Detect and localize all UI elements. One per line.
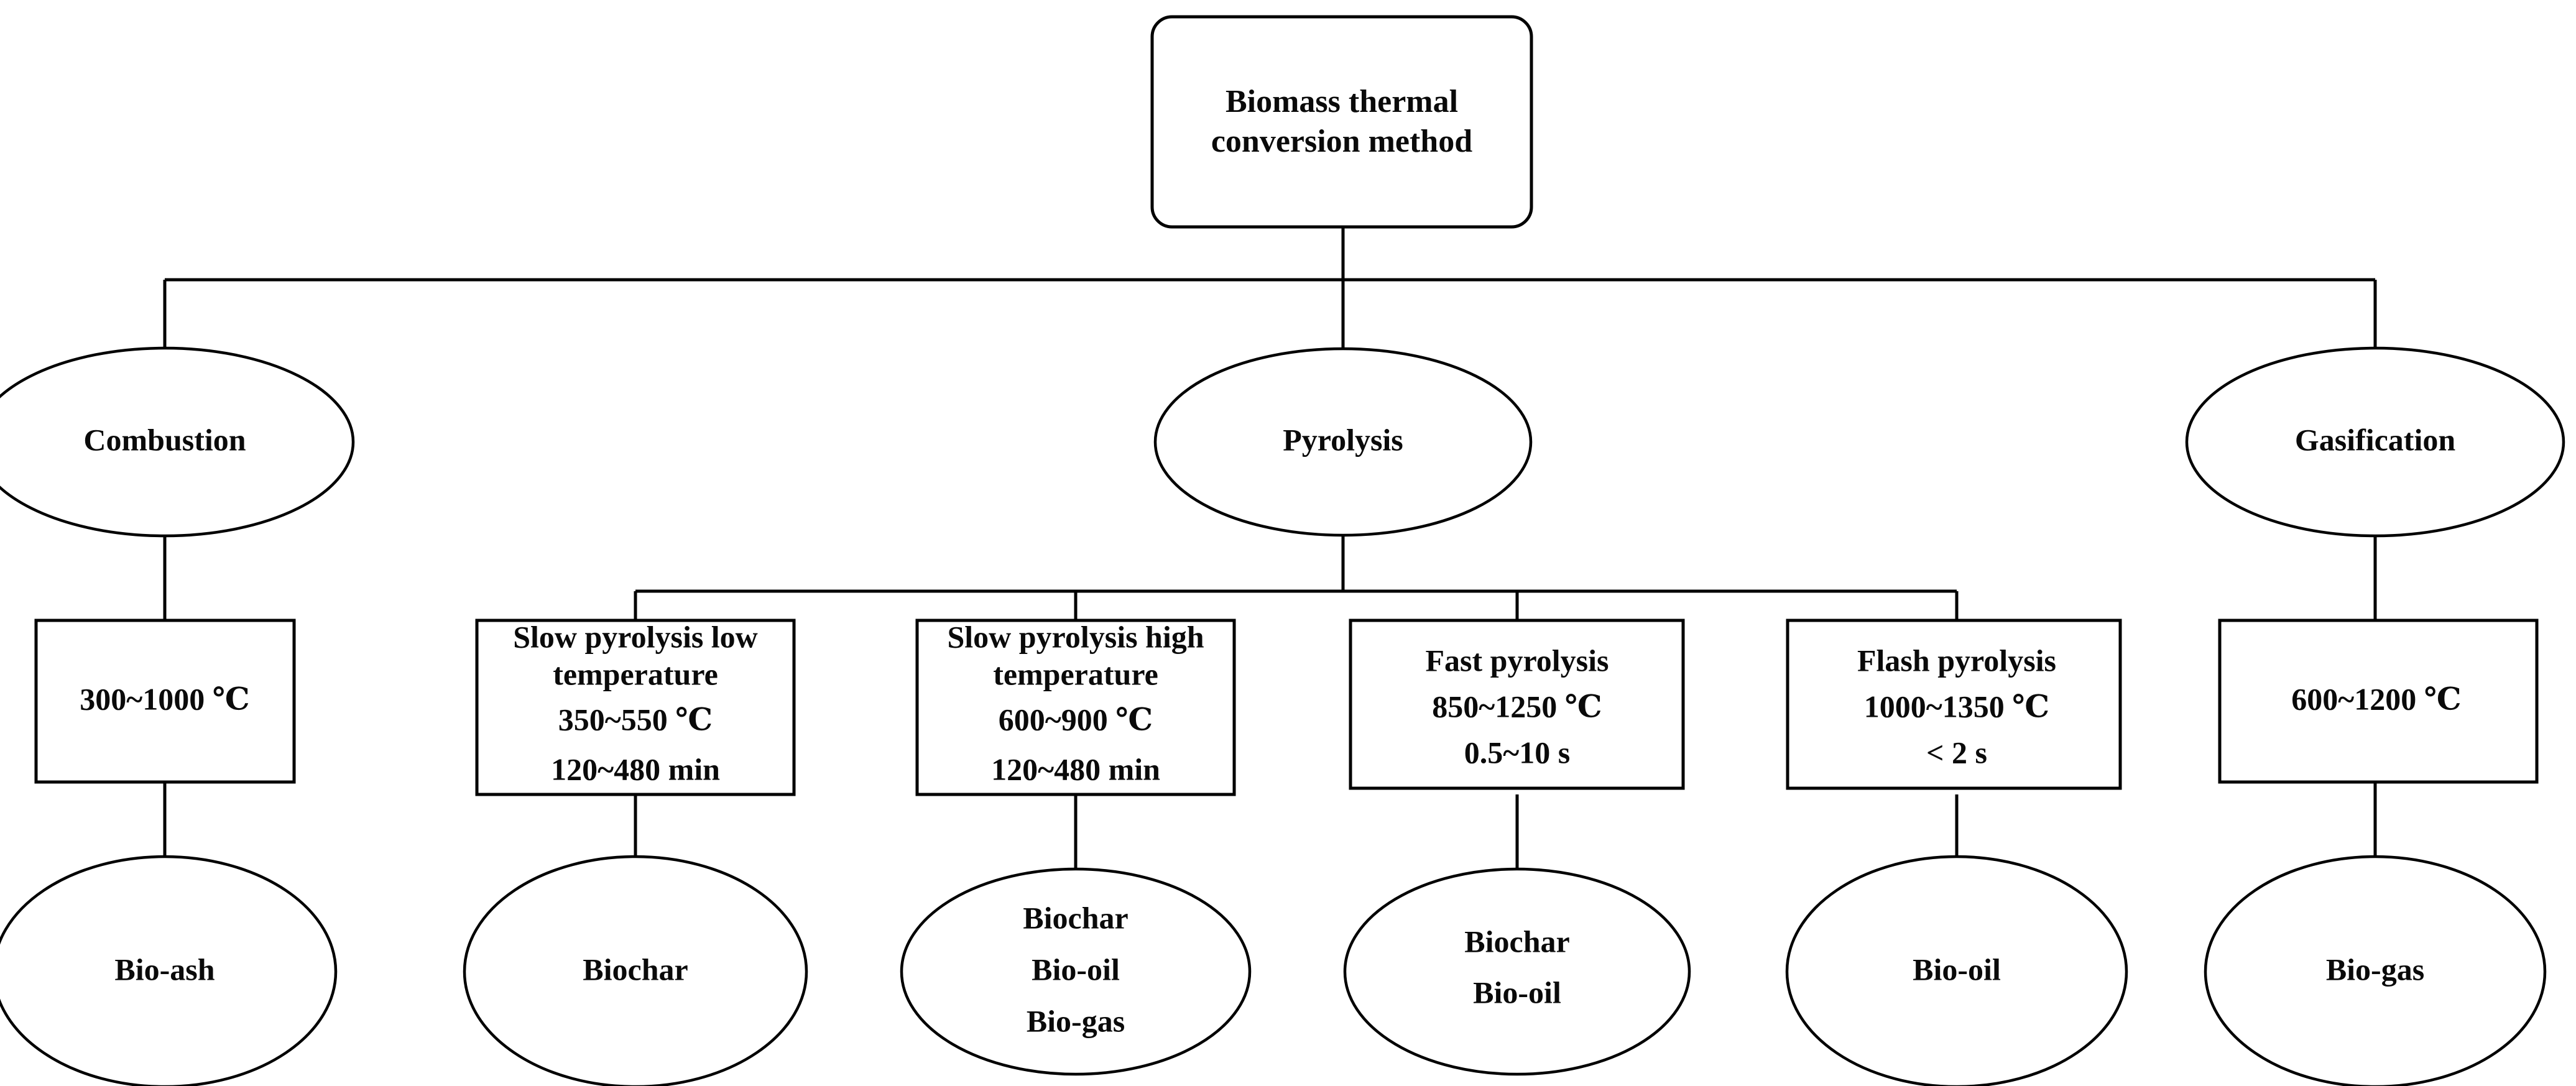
gasification-node-shape — [2185, 346, 2565, 538]
product-combo3-line-3: Bio-gas — [1027, 1003, 1125, 1038]
flash-line-2: 1000~1350 ℃ — [1864, 689, 2049, 724]
product-biochar-slow-low-line-1: Biochar — [583, 952, 688, 987]
gasification-conditions-line-1: 600~1200 ℃ — [2291, 681, 2461, 716]
fast-line-2: 850~1250 ℃ — [1432, 689, 1602, 724]
product-biochar-biooil-shape — [1343, 867, 1691, 1076]
product-bio-gas-line-1: Bio-gas — [2326, 952, 2424, 987]
slow-low-line-1: Slow pyrolysis low — [513, 619, 758, 654]
product-bio-oil-shape — [1785, 855, 2128, 1086]
pyrolysis-node-shape — [1153, 347, 1533, 537]
slow-high-line-1: Slow pyrolysis high — [947, 619, 1204, 654]
product-bio-gas-shape — [2204, 855, 2547, 1086]
slow-low-line-2: temperature — [553, 656, 718, 691]
node-root[interactable]: Biomass thermal conversion method — [1150, 15, 1533, 229]
product-bio-ash-shape — [0, 855, 338, 1086]
product-combo2-line-1: Biochar — [1464, 924, 1569, 959]
node-fast-pyrolysis-conditions[interactable]: Fast pyrolysis 850~1250 ℃ 0.5~10 s — [1349, 619, 1685, 790]
node-gasification[interactable]: Gasification — [2185, 346, 2565, 538]
node-slow-pyrolysis-high-conditions[interactable]: Slow pyrolysis high temperature 600~900 … — [915, 619, 1236, 796]
slow-high-line-3: 600~900 ℃ — [999, 702, 1153, 737]
product-bio-oil-line-1: Bio-oil — [1913, 952, 2001, 987]
flash-pyrolysis-conditions-shape — [1786, 619, 2122, 790]
node-slow-pyrolysis-low-conditions[interactable]: Slow pyrolysis low temperature 350~550 ℃… — [475, 619, 796, 796]
slow-high-line-2: temperature — [993, 656, 1158, 691]
node-pyrolysis[interactable]: Pyrolysis — [1153, 347, 1533, 537]
pyrolysis-label: Pyrolysis — [1283, 422, 1403, 457]
gasification-conditions-shape — [2218, 619, 2539, 784]
node-product-bio-oil[interactable]: Bio-oil — [1785, 855, 2128, 1086]
node-combustion-conditions[interactable]: 300~1000 ℃ — [34, 619, 296, 784]
combustion-label: Combustion — [83, 422, 246, 457]
root-node-shape — [1150, 15, 1533, 229]
node-product-bio-gas[interactable]: Bio-gas — [2204, 855, 2547, 1086]
slow-low-line-4: 120~480 min — [551, 752, 720, 786]
node-product-biochar-biooil-biogas[interactable]: Biochar Bio-oil Bio-gas — [900, 867, 1252, 1076]
node-product-biochar-biooil[interactable]: Biochar Bio-oil — [1343, 867, 1691, 1076]
node-gasification-conditions[interactable]: 600~1200 ℃ — [2218, 619, 2539, 784]
slow-pyrolysis-high-conditions-shape — [915, 619, 1236, 796]
flash-line-1: Flash pyrolysis — [1857, 643, 2056, 678]
flash-line-3: < 2 s — [1926, 735, 1987, 770]
combustion-conditions-shape — [34, 619, 296, 784]
connector-layer — [163, 227, 2377, 870]
product-combo3-line-1: Biochar — [1023, 900, 1128, 935]
fast-line-1: Fast pyrolysis — [1426, 643, 1609, 678]
node-flash-pyrolysis-conditions[interactable]: Flash pyrolysis 1000~1350 ℃ < 2 s — [1786, 619, 2122, 790]
product-biochar-slow-low-shape — [463, 855, 808, 1086]
product-combo2-line-2: Bio-oil — [1473, 975, 1561, 1010]
combustion-node-shape — [0, 346, 355, 538]
product-combo3-line-2: Bio-oil — [1032, 952, 1120, 987]
combustion-conditions-line-1: 300~1000 ℃ — [80, 681, 249, 716]
fast-pyrolysis-conditions-shape — [1349, 619, 1685, 790]
slow-pyrolysis-low-conditions-shape — [475, 619, 796, 796]
node-product-bio-ash[interactable]: Bio-ash — [0, 855, 338, 1086]
fast-line-3: 0.5~10 s — [1464, 735, 1570, 770]
root-label-line-2: conversion method — [1211, 124, 1472, 159]
slow-high-line-4: 120~480 min — [991, 752, 1160, 786]
node-combustion[interactable]: Combustion — [0, 346, 355, 538]
slow-low-line-3: 350~550 ℃ — [558, 702, 713, 737]
node-product-biochar-slow-low[interactable]: Biochar — [463, 855, 808, 1086]
root-label-line-1: Biomass thermal — [1226, 84, 1458, 119]
product-bio-ash-line-1: Bio-ash — [114, 952, 215, 987]
gasification-label: Gasification — [2295, 422, 2456, 457]
product-biochar-biooil-biogas-shape — [900, 867, 1252, 1076]
